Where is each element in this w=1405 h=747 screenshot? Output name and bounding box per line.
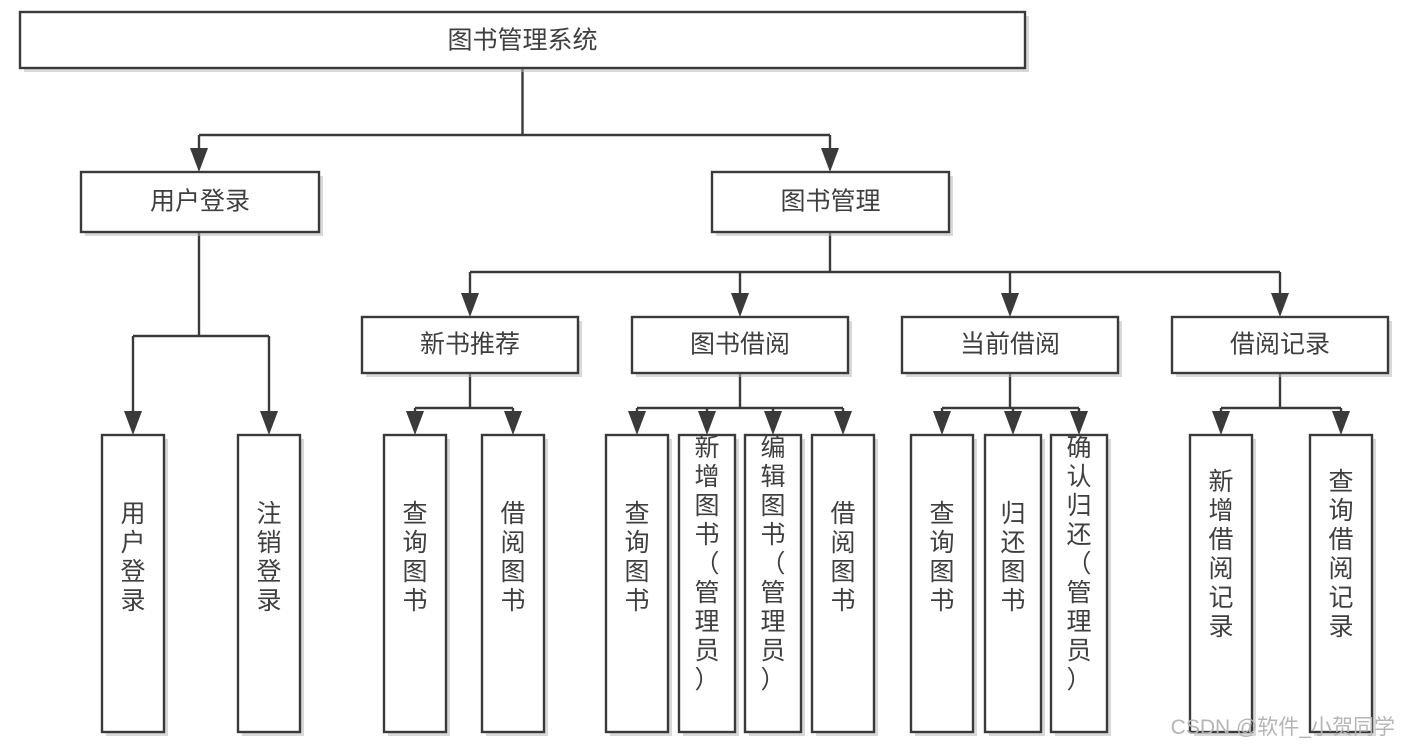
node-book-manage[interactable]: 图书管理 [710,170,953,236]
node-user-login-rect [79,170,321,234]
node-leaf-add-borrow-record-label: 新增借阅记录 [1208,468,1233,641]
node-leaf-edit-book-admin-rect [743,433,803,734]
node-leaf-query-borrow-record-label: 查询借阅记录 [1328,468,1353,641]
node-leaf-add-borrow-record-rect [1188,433,1254,734]
node-book-borrow[interactable]: 图书借阅 [630,315,852,377]
arrow-head-leaf-add-borrow-record [1212,411,1230,435]
node-leaf-query-book-rec-label: 查询图书 [402,500,427,615]
connector-group-new-book-recommend-to-leaves [406,373,522,435]
arrow-head-leaf-confirm-return-admin [1070,411,1088,435]
node-leaf-query-borrow-record-rect [1308,433,1374,734]
node-leaf-add-book-admin-rect [677,433,737,734]
arrow-head-leaf-user-logout [260,411,278,435]
node-root-rect [18,10,1027,70]
node-leaf-borrow-book-rec[interactable]: 借阅图书 [480,433,548,736]
arrow-head-leaf-query-book-rec [406,411,424,435]
arrow-head-book-borrow [731,293,749,317]
arrow-head-leaf-borrow-book [834,411,852,435]
arrow-head-leaf-borrow-book-rec [504,411,522,435]
arrow-head-leaf-query-book-cur [933,411,951,435]
arrow-head-book-manage [821,148,839,172]
node-leaf-edit-book-admin[interactable]: 编辑图书（管理员） [743,433,805,736]
node-book-borrow-label: 图书借阅 [690,331,790,359]
node-leaf-user-login-rect [100,433,166,734]
arrow-head-user-login [190,148,208,172]
connector-group-root-to-level2 [190,68,839,172]
connector-group-book-manage-to-level3 [461,232,1289,317]
arrow-head-leaf-query-book-borrow [628,411,646,435]
arrow-head-leaf-edit-book-admin [764,411,782,435]
node-leaf-query-book-rec[interactable]: 查询图书 [382,433,450,736]
arrow-head-leaf-query-borrow-record [1332,411,1350,435]
arrow-head-leaf-user-login [124,411,142,435]
arrow-head-leaf-return-book [1004,411,1022,435]
node-book-borrow-rect [630,315,850,375]
node-leaf-return-book[interactable]: 归还图书 [983,433,1045,736]
node-borrow-record[interactable]: 借阅记录 [1170,315,1392,377]
node-leaf-query-borrow-record[interactable]: 查询借阅记录 [1308,433,1376,736]
arrow-head-current-borrow [1001,293,1019,317]
node-root-label: 图书管理系统 [447,27,597,55]
csdn-watermark: CSDN @软件_小贺同学 [1170,716,1395,739]
node-leaf-add-book-admin-label: 新增图书（管理员） [694,434,719,694]
node-leaf-confirm-return-admin-label: 确认归还（管理员） [1066,434,1091,694]
arrow-head-new-book-recommend [461,293,479,317]
node-leaf-confirm-return-admin[interactable]: 确认归还（管理员） [1049,433,1111,736]
connector-group-borrow-record-to-leaves [1212,373,1350,435]
connector-group-user-login-to-leaves [124,232,278,435]
node-leaf-edit-book-admin-label: 编辑图书（管理员） [760,434,785,694]
node-new-book-recommend-rect [360,315,580,375]
node-leaf-query-book-cur[interactable]: 查询图书 [909,433,977,736]
node-book-manage-rect [710,170,951,234]
node-current-borrow-rect [900,315,1120,375]
node-leaf-add-book-admin[interactable]: 新增图书（管理员） [677,433,739,736]
node-leaf-query-book-borrow-rect [604,433,670,734]
node-borrow-record-rect [1170,315,1390,375]
node-leaf-borrow-book-label: 借阅图书 [830,500,855,615]
connector-group-book-borrow-to-leaves [628,373,852,435]
node-leaf-query-book-cur-rect [909,433,975,734]
node-leaf-borrow-book[interactable]: 借阅图书 [810,433,878,736]
arrow-head-borrow-record [1271,293,1289,317]
node-leaf-add-borrow-record[interactable]: 新增借阅记录 [1188,433,1256,736]
node-leaf-confirm-return-admin-rect [1049,433,1109,734]
node-leaf-query-book-cur-label: 查询图书 [929,500,954,615]
node-leaf-borrow-book-rec-rect [480,433,546,734]
node-leaf-user-login-label: 用户登录 [120,500,145,615]
node-leaf-borrow-book-rect [810,433,876,734]
node-user-login[interactable]: 用户登录 [79,170,323,236]
node-leaf-query-book-rec-rect [382,433,448,734]
arrow-head-leaf-add-book-admin [698,411,716,435]
node-new-book-recommend[interactable]: 新书推荐 [360,315,582,377]
node-book-manage-label: 图书管理 [780,188,880,216]
node-current-borrow-label: 当前借阅 [960,331,1060,359]
node-leaf-return-book-rect [983,433,1043,734]
node-leaf-return-book-label: 归还图书 [1000,500,1025,615]
node-leaf-user-logout-rect [236,433,302,734]
node-leaf-user-logout-label: 注销登录 [256,500,281,615]
node-leaf-user-logout[interactable]: 注销登录 [236,433,304,736]
connector-group-current-borrow-to-leaves [933,373,1088,435]
node-leaf-query-book-borrow[interactable]: 查询图书 [604,433,672,736]
node-root[interactable]: 图书管理系统 [18,10,1029,72]
node-leaf-query-book-borrow-label: 查询图书 [624,500,649,615]
node-new-book-recommend-label: 新书推荐 [420,331,520,359]
node-user-login-label: 用户登录 [150,188,250,216]
node-current-borrow[interactable]: 当前借阅 [900,315,1122,377]
node-leaf-borrow-book-rec-label: 借阅图书 [500,500,525,615]
node-borrow-record-label: 借阅记录 [1230,331,1330,359]
node-leaf-user-login[interactable]: 用户登录 [100,433,168,736]
